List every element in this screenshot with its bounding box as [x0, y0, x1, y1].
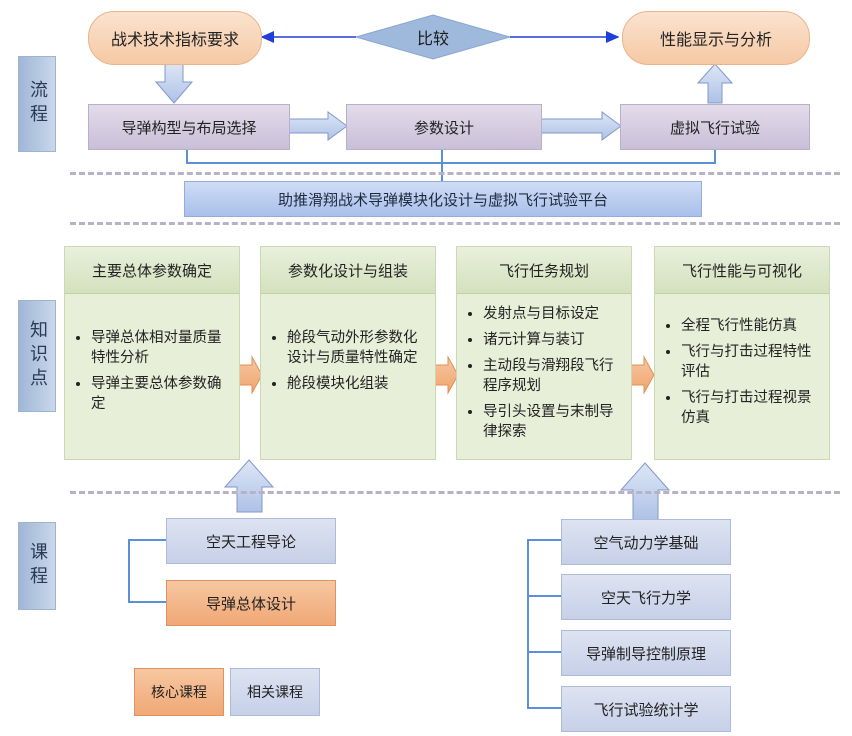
- divider-top: [70, 172, 840, 175]
- configuration-selection-box: 导弹构型与布局选择: [88, 104, 290, 150]
- knowledge-item: 导弹主要总体参数确定: [91, 374, 231, 414]
- knowledge-panel-4: 飞行性能与可视化 全程飞行性能仿真 飞行与打击过程特性评估 飞行与打击过程视景仿…: [654, 246, 830, 460]
- side-label-process: 流程: [18, 56, 56, 152]
- platform-bracket: [186, 148, 716, 164]
- flow-arrow-1: [288, 111, 348, 141]
- divider-bottom: [70, 491, 840, 494]
- knowledge-panel-title: 飞行任务规划: [457, 247, 631, 294]
- course-guidance-control: 导弹制导控制原理: [561, 630, 731, 676]
- knowledge-arrow-1: [237, 355, 263, 395]
- side-label-courses: 课程: [18, 522, 56, 610]
- knowledge-item: 飞行与打击过程特性评估: [681, 342, 821, 382]
- legend-core-course: 核心课程: [134, 668, 224, 716]
- course-flight-mechanics: 空天飞行力学: [561, 574, 731, 620]
- knowledge-item: 舱段气动外形参数化设计与质量特性确定: [287, 328, 427, 368]
- legend-related-course: 相关课程: [230, 668, 320, 716]
- knowledge-item: 诸元计算与装订: [483, 330, 623, 350]
- platform-bar: 助推滑翔战术导弹模块化设计与虚拟飞行试验平台: [184, 181, 702, 217]
- parameter-design-box: 参数设计: [346, 104, 542, 150]
- knowledge-panel-title: 飞行性能与可视化: [655, 247, 829, 294]
- tactical-requirements-node: 战术技术指标要求: [88, 11, 262, 65]
- knowledge-item: 主动段与滑翔段飞行程序规划: [483, 356, 623, 396]
- course-aerospace-intro: 空天工程导论: [166, 518, 336, 564]
- knowledge-item: 发射点与目标设定: [483, 304, 623, 324]
- up-block-arrow: [696, 63, 734, 104]
- down-block-arrow: [154, 62, 194, 104]
- course-flight-test-statistics: 飞行试验统计学: [561, 686, 731, 732]
- knowledge-panel-title: 主要总体参数确定: [65, 247, 239, 294]
- flow-arrow-2: [539, 111, 622, 141]
- knowledge-item: 舱段模块化组装: [287, 374, 427, 394]
- compare-label: 比较: [416, 29, 449, 48]
- knowledge-panel-3: 飞行任务规划 发射点与目标设定 诸元计算与装订 主动段与滑翔段飞行程序规划 导引…: [456, 246, 632, 460]
- courses-left-up-arrow: [223, 459, 275, 513]
- left-course-bracket: [128, 539, 166, 603]
- knowledge-item: 导弹总体相对量质量特性分析: [91, 328, 231, 368]
- knowledge-arrow-3: [629, 355, 655, 395]
- course-missile-design: 导弹总体设计: [166, 580, 336, 626]
- knowledge-arrow-2: [433, 355, 459, 395]
- knowledge-panel-1: 主要总体参数确定 导弹总体相对量质量特性分析 导弹主要总体参数确定: [64, 246, 240, 460]
- performance-analysis-node: 性能显示与分析: [622, 11, 810, 65]
- knowledge-item: 导引头设置与末制导律探索: [483, 402, 623, 442]
- knowledge-item: 全程飞行性能仿真: [681, 316, 821, 336]
- divider-middle: [70, 222, 840, 225]
- side-label-knowledge: 知识点: [18, 300, 56, 412]
- right-course-bracket: [527, 539, 561, 709]
- virtual-flight-test-box: 虚拟飞行试验: [620, 104, 810, 150]
- knowledge-panel-title: 参数化设计与组装: [261, 247, 435, 294]
- knowledge-panel-2: 参数化设计与组装 舱段气动外形参数化设计与质量特性确定 舱段模块化组装: [260, 246, 436, 460]
- course-aerodynamics: 空气动力学基础: [561, 519, 731, 565]
- knowledge-item: 飞行与打击过程视景仿真: [681, 388, 821, 428]
